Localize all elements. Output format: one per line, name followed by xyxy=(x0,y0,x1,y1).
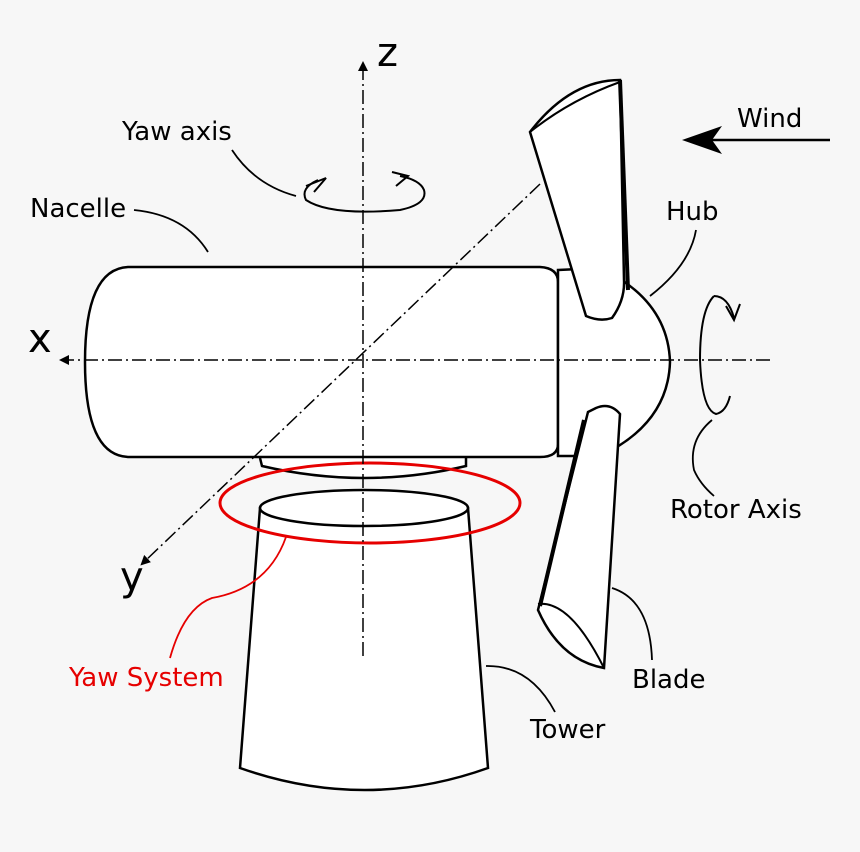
blade-label: Blade xyxy=(632,665,706,695)
hub-label: Hub xyxy=(666,197,719,227)
nacelle-leader xyxy=(133,209,209,253)
tower xyxy=(238,488,490,792)
rotor-rotation-arrow xyxy=(698,295,741,416)
wind-arrow xyxy=(682,126,830,154)
rotor-axis-leader xyxy=(691,419,715,497)
tower-leader xyxy=(485,665,556,713)
blade-leader xyxy=(611,587,653,661)
y-axis-line xyxy=(140,183,541,566)
yaw-axis-leader xyxy=(231,149,297,197)
upper-blade xyxy=(528,78,630,321)
tower-label: Tower xyxy=(529,715,606,745)
yaw-system-leader xyxy=(169,536,287,659)
nacelle xyxy=(83,265,560,459)
rotor-axis-label: Rotor Axis xyxy=(670,495,802,525)
y-axis-label: y xyxy=(120,554,144,600)
nacelle-label: Nacelle xyxy=(30,194,126,224)
yaw-rotation-arrow xyxy=(303,171,426,213)
hub-leader xyxy=(649,229,697,297)
yaw-axis-label: Yaw axis xyxy=(121,117,232,147)
yaw-system-label: Yaw System xyxy=(68,663,224,693)
wind-label: Wind xyxy=(737,104,802,134)
lower-blade xyxy=(536,404,622,670)
x-axis-label: x xyxy=(28,316,52,362)
z-axis-label: z xyxy=(377,30,398,76)
yaw-system-ring xyxy=(218,461,522,545)
